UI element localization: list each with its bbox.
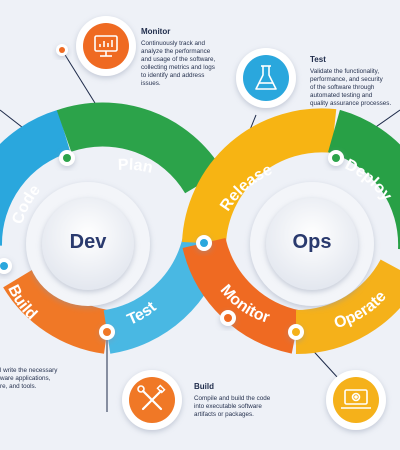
monitor-chart-icon — [94, 35, 118, 57]
marker-dot — [0, 258, 12, 274]
segment-label-plan: Plan — [118, 157, 155, 177]
segment-build — [3, 264, 111, 354]
segment-monitor — [182, 237, 301, 354]
hub-label-ops: Ops — [292, 231, 332, 253]
monitor-callout-description: Continuously track and analyze the perfo… — [141, 40, 216, 87]
segment-plan — [56, 102, 223, 194]
monitor-badge — [76, 16, 136, 76]
build-callout-description: Compile and build the code into executab… — [194, 395, 271, 418]
test-callout-description: Validate the functionality, performance,… — [310, 68, 392, 107]
hub-dev — [26, 182, 150, 306]
marker-dot — [288, 324, 304, 340]
marker-dot — [99, 324, 115, 340]
marker-dot — [328, 150, 344, 166]
code-callout-description: l write the necessary ware applications,… — [0, 367, 58, 390]
marker-dots — [0, 44, 344, 340]
build-badge — [122, 370, 182, 430]
marker-dot — [56, 44, 68, 56]
deploy-badge — [326, 370, 386, 430]
segment-code — [0, 109, 72, 247]
marker-dot — [59, 150, 75, 166]
tools-icon — [137, 384, 166, 411]
hub-ops — [250, 182, 374, 306]
segment-release — [182, 108, 337, 245]
flask-icon — [255, 65, 277, 90]
monitor-callout-title: Monitor — [141, 27, 171, 36]
laptop-gear-icon — [341, 389, 371, 409]
marker-dot — [220, 310, 236, 326]
segment-deploy — [327, 109, 400, 250]
build-callout-title: Build — [194, 382, 214, 391]
hub-label-dev: Dev — [69, 231, 107, 253]
marker-dot — [196, 235, 212, 251]
segment-operate — [295, 258, 400, 355]
test-callout-title: Test — [310, 55, 326, 64]
test-badge — [236, 48, 296, 108]
